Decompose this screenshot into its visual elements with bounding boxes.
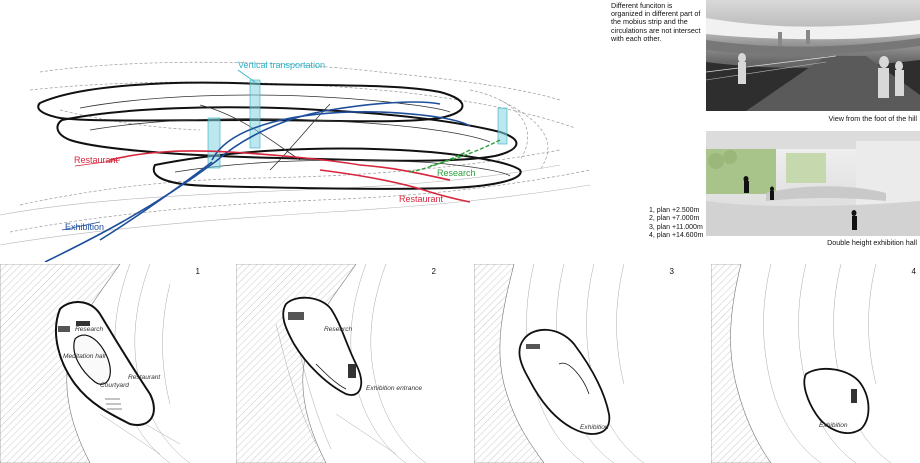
label-restaurant-2: Restaurant [399, 194, 444, 204]
plan-panel-2-drawing [236, 264, 427, 463]
room-label-exhibition-4: Exhibition [819, 422, 848, 429]
context-dashed-lines [9, 61, 591, 233]
plan-number-1: 1 [195, 267, 200, 276]
description-text: Different funciton is organized in diffe… [611, 1, 701, 43]
photo-view-from-hill-drawing [706, 18, 920, 111]
plan-panel-1-drawing [0, 264, 191, 463]
room-label-research-2: Research [324, 326, 353, 333]
plans-legend-item-3: 3, plan +11.000m [649, 223, 703, 231]
plans-legend-item-2: 2, plan +7.000m [649, 215, 700, 223]
mobius-axonometric-diagram [0, 61, 591, 262]
label-vertical-transportation: Vertical transportation [238, 60, 326, 70]
photo-exhibition-hall-drawing [706, 131, 920, 236]
strip-inner-lines [79, 94, 511, 177]
label-restaurant-1: Restaurant [74, 155, 119, 165]
room-label-research: Research [75, 326, 104, 333]
plans-legend-item-4: 4, plan +14.600m [649, 232, 704, 240]
photo2-caption: Double height exhibition hall [827, 238, 917, 247]
plan-number-3: 3 [669, 267, 674, 276]
room-label-courtyard: Courtyard [100, 382, 129, 389]
plan-panel-2: 2 Research Exhibition entrance [236, 264, 440, 463]
room-label-meditation-hall: Meditation hall [63, 353, 106, 360]
vertical-cores [207, 79, 508, 169]
photo1-caption: View from the foot of the hill [828, 114, 917, 123]
exhibition-circulation [44, 101, 471, 262]
room-label-exhibition-entrance: Exhibition entrance [366, 385, 423, 392]
plan-panel-3-drawing [474, 264, 645, 463]
plan-panel-3: 3 Exhibition [474, 264, 678, 463]
plans-legend: 1, plan +2.500m 2, plan +7.000m 3, plan … [649, 207, 703, 241]
photo-exhibition-hall [706, 131, 920, 236]
plans-legend-item-1: 1, plan +2.500m [649, 207, 700, 214]
label-exhibition: Exhibition [65, 222, 105, 232]
photo-view-from-hill [706, 0, 920, 111]
label-research: Research [437, 168, 476, 178]
plan-panel-4-drawing [711, 264, 892, 463]
label-leaders [61, 69, 256, 231]
plan-panel-4: 4 Exhibition [711, 264, 920, 463]
plan-panel-1: 1 Research Meditation hall Restaurant Co… [0, 264, 204, 463]
plan-number-4: 4 [911, 267, 916, 276]
research-circulation [409, 139, 501, 173]
room-label-exhibition-3: Exhibition [580, 424, 609, 431]
ground-lines [0, 164, 591, 246]
plan-number-2: 2 [431, 267, 436, 276]
room-label-restaurant: Restaurant [128, 374, 161, 381]
